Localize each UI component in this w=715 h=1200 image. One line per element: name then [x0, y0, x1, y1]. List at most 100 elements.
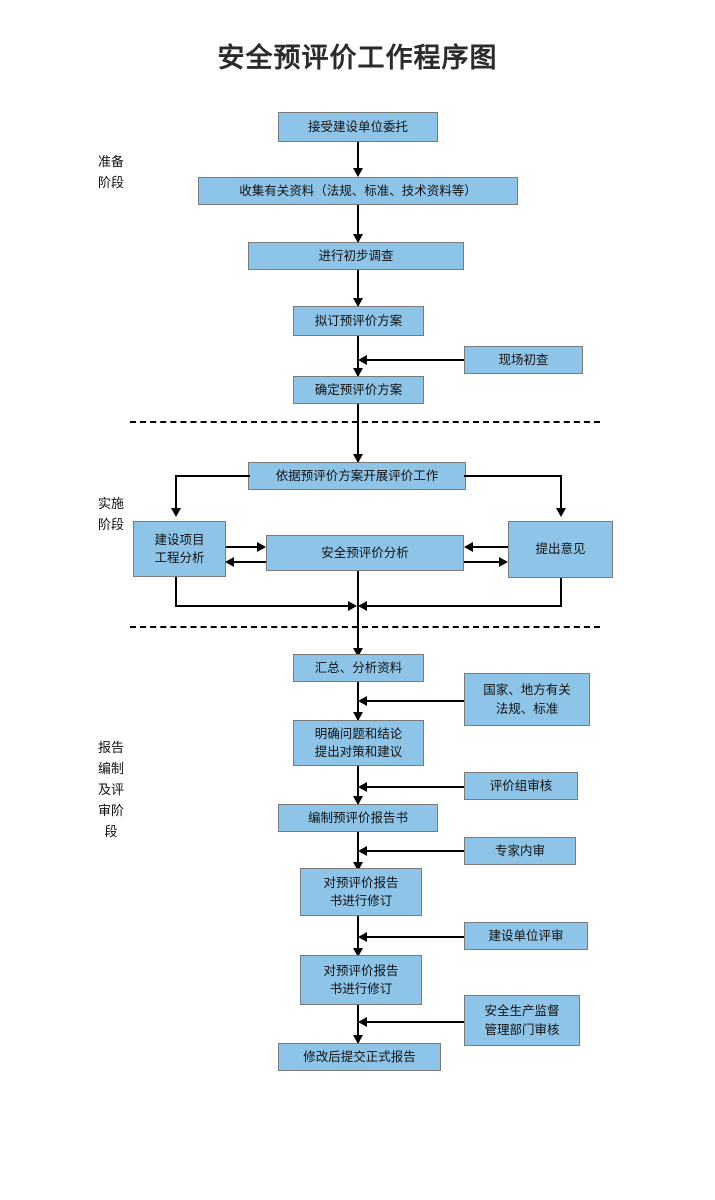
connector-merge-to-summarize [357, 605, 359, 657]
node-project-engineering-analysis[interactable]: 建设项目 工程分析 [133, 521, 226, 577]
node-accept-commission-label: 接受建设单位委托 [307, 118, 408, 134]
connector-confirm-to-evaluation [357, 404, 359, 462]
connector-accept-to-collect [357, 142, 359, 170]
connector-project-return-line [175, 605, 355, 607]
arrowhead-project-to-safety [257, 542, 266, 552]
connector-unit-review-to-main [366, 936, 464, 938]
node-draft-plan-label: 拟订预评价方案 [314, 312, 403, 328]
arrowhead-revise2-to-final [353, 1035, 363, 1044]
arrowhead-opinions-return-merge [358, 601, 367, 611]
connector-regs-to-main [366, 700, 464, 702]
node-revise-report-2-label-line2: 书进行修订 [329, 981, 393, 996]
arrowhead-safety-to-project [225, 557, 234, 567]
node-revise-report-2[interactable]: 对预评价报告 书进行修订 [300, 955, 422, 1005]
node-site-inspection[interactable]: 现场初查 [464, 346, 583, 374]
connector-opinions-return-line [366, 605, 562, 607]
connector-group-review-to-main [366, 786, 464, 788]
arrowhead-collect-to-survey [353, 234, 363, 243]
node-national-local-regs-label-line1: 国家、地方有关 [483, 682, 571, 698]
connector-safety-to-merge [357, 571, 359, 607]
node-safety-supervision-review-label-line1: 安全生产监督 [484, 1003, 560, 1019]
node-safety-supervision-review-label-line2: 管理部门审核 [484, 1021, 560, 1037]
node-safety-pre-evaluation-analysis[interactable]: 安全预评价分析 [266, 535, 464, 571]
node-clarify-problems[interactable]: 明确问题和结论 提出对策和建议 [293, 720, 424, 766]
node-safety-supervision-review[interactable]: 安全生产监督 管理部门审核 [464, 995, 580, 1046]
arrowhead-unit-review-to-main [358, 932, 367, 942]
connector-safety-to-project [233, 561, 266, 563]
stage-label-preparation: 准备阶段 [98, 155, 125, 192]
node-revise-report-1-label-line1: 对预评价报告 [323, 874, 399, 890]
node-collect-materials-label: 收集有关资料（法规、标准、技术资料等） [239, 182, 477, 198]
node-expert-internal-review-label: 专家内审 [494, 842, 545, 858]
arrowhead-draft-to-confirm [353, 368, 363, 377]
arrowhead-site-inspection-to-main [358, 355, 367, 365]
arrowhead-clarify-to-compile [353, 796, 363, 805]
connector-evaluation-left-drop [175, 475, 177, 513]
node-compile-report[interactable]: 编制预评价报告书 [278, 804, 438, 832]
arrowhead-summarize-to-clarify [353, 712, 363, 721]
node-carry-out-evaluation-label: 依据预评价方案开展评价工作 [275, 467, 439, 483]
connector-safety-to-opinions [464, 561, 500, 563]
node-confirm-plan[interactable]: 确定预评价方案 [293, 376, 424, 404]
node-revise-report-2-label-line1: 对预评价报告 [323, 962, 399, 978]
connector-project-return-drop [175, 577, 177, 607]
arrowhead-accept-to-collect [353, 168, 363, 177]
node-summarize-analyze-label: 汇总、分析资料 [314, 659, 403, 675]
arrowhead-opinions-to-safety [464, 542, 473, 552]
page-title: 安全预评价工作程序图 [217, 43, 498, 74]
connector-opinions-to-safety [472, 546, 508, 548]
arrowhead-project-return-merge [348, 601, 357, 611]
arrowhead-evaluation-to-project-analysis [171, 508, 181, 517]
node-summarize-analyze[interactable]: 汇总、分析资料 [293, 654, 424, 682]
node-submit-final-report-label: 修改后提交正式报告 [303, 1048, 416, 1064]
connector-opinions-return-drop [560, 578, 562, 607]
node-revise-report-1-label-line2: 书进行修订 [329, 893, 393, 908]
node-project-engineering-analysis-label-line1: 建设项目 [154, 531, 205, 547]
node-preliminary-survey[interactable]: 进行初步调查 [248, 242, 464, 270]
connector-evaluation-right-branch [464, 475, 562, 477]
node-safety-pre-evaluation-analysis-label: 安全预评价分析 [321, 544, 409, 560]
stage-label-implementation: 实施阶段 [98, 497, 125, 534]
node-evaluation-group-review[interactable]: 评价组审核 [464, 772, 578, 800]
node-project-engineering-analysis-label-line2: 工程分析 [154, 550, 205, 565]
node-compile-report-label: 编制预评价报告书 [307, 809, 408, 825]
node-evaluation-group-review-label: 评价组审核 [489, 777, 553, 793]
node-expert-internal-review[interactable]: 专家内审 [464, 837, 576, 865]
node-collect-materials[interactable]: 收集有关资料（法规、标准、技术资料等） [198, 177, 518, 205]
arrowhead-merge-to-summarize [353, 648, 363, 657]
arrowhead-expert-review-to-main [358, 846, 367, 856]
connector-collect-to-survey [357, 205, 359, 242]
arrowhead-group-review-to-main [358, 782, 367, 792]
arrowhead-confirm-to-evaluation [353, 454, 363, 463]
stage-label-reporting: 报告编制及评审阶段 [98, 741, 125, 841]
node-revise-report-1[interactable]: 对预评价报告 书进行修订 [300, 868, 422, 916]
arrowhead-supervision-to-main [358, 1017, 367, 1027]
node-put-forward-opinions-label: 提出意见 [535, 541, 586, 557]
connector-survey-to-draft [357, 270, 359, 306]
divider-implementation-reporting [130, 626, 600, 628]
arrowhead-safety-to-opinions [499, 557, 508, 567]
node-construction-unit-review-label: 建设单位评审 [488, 927, 564, 943]
arrowhead-revise1-to-revise2 [353, 948, 363, 957]
connector-expert-review-to-main [366, 850, 464, 852]
node-construction-unit-review[interactable]: 建设单位评审 [464, 922, 588, 950]
node-carry-out-evaluation[interactable]: 依据预评价方案开展评价工作 [248, 462, 466, 490]
divider-preparation-implementation [130, 421, 600, 423]
node-submit-final-report[interactable]: 修改后提交正式报告 [278, 1043, 441, 1071]
connector-evaluation-left-branch [175, 475, 250, 477]
node-draft-plan[interactable]: 拟订预评价方案 [293, 306, 424, 336]
node-put-forward-opinions[interactable]: 提出意见 [508, 521, 613, 578]
connector-supervision-to-main [366, 1021, 464, 1023]
node-national-local-regs-label-line2: 法规、标准 [495, 700, 559, 716]
node-clarify-problems-label-line2: 提出对策和建议 [314, 744, 403, 759]
connector-project-to-safety [226, 546, 259, 548]
arrowhead-compile-to-revise1 [353, 862, 363, 871]
connector-evaluation-right-drop [560, 475, 562, 513]
node-accept-commission[interactable]: 接受建设单位委托 [278, 112, 438, 142]
node-national-local-regs[interactable]: 国家、地方有关 法规、标准 [464, 673, 590, 726]
arrowhead-evaluation-to-opinions [556, 508, 566, 517]
connector-site-inspection-to-main [366, 359, 464, 361]
node-site-inspection-label: 现场初查 [498, 351, 549, 367]
node-clarify-problems-label-line1: 明确问题和结论 [314, 725, 403, 741]
